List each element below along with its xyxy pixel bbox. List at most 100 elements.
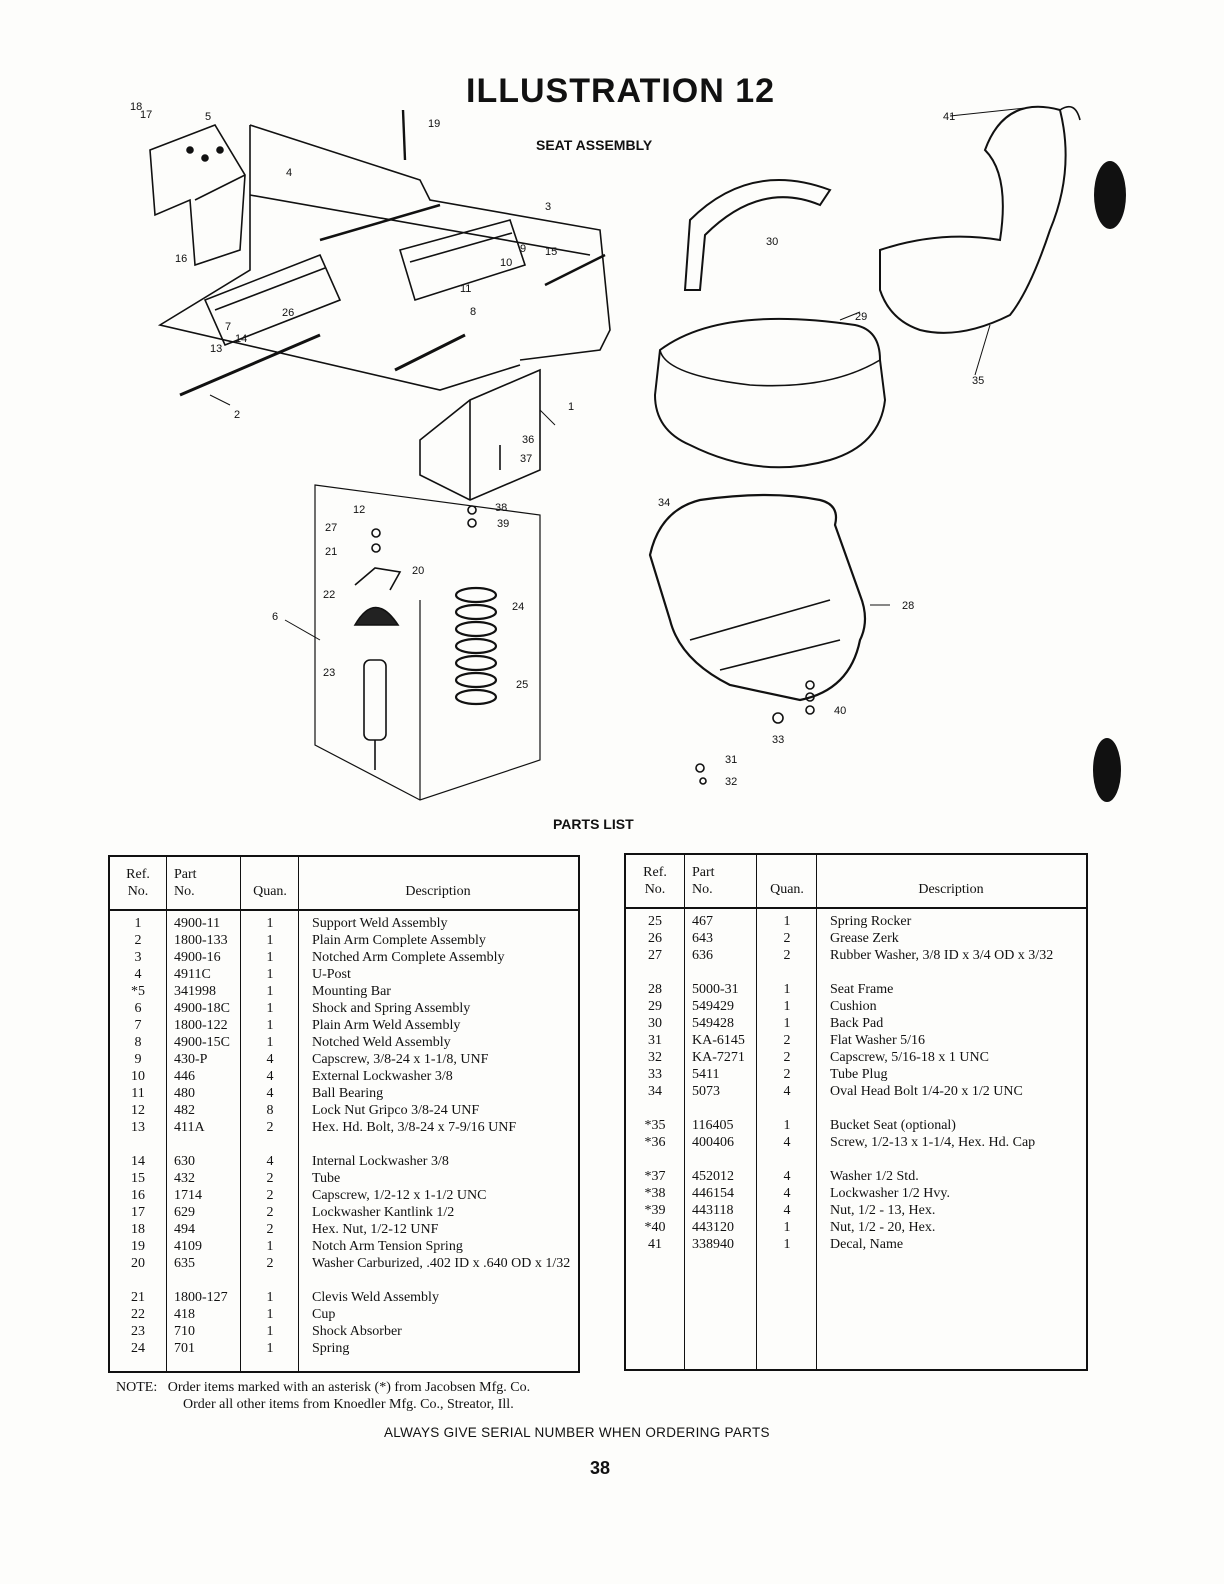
cell-ref: 3: [134, 950, 142, 965]
cell-quan: 2: [266, 1120, 274, 1135]
cell-desc: Capscrew, 3/8-24 x 1-1/8, UNF: [312, 1052, 489, 1067]
cell-part: 1800-133: [174, 933, 228, 948]
cell-quan: 1: [266, 1324, 274, 1339]
callout-37: 37: [520, 453, 532, 465]
cell-quan: 4: [783, 1203, 791, 1218]
illustration-subtitle: SEAT ASSEMBLY: [536, 137, 653, 153]
callout-22: 22: [323, 589, 335, 601]
callout-27: 27: [325, 522, 337, 534]
cell-ref: 12: [131, 1103, 145, 1118]
header-description: Description: [405, 884, 471, 899]
cell-quan: 4: [783, 1135, 791, 1150]
cell-part: 5411: [692, 1067, 720, 1082]
header-quan: Quan.: [770, 882, 804, 897]
cell-ref: 6: [134, 1001, 142, 1016]
cell-quan: 4: [783, 1169, 791, 1184]
cell-desc: Nut, 1/2 - 20, Hex.: [830, 1220, 936, 1235]
cell-part: 1714: [174, 1188, 202, 1203]
cell-desc: Bucket Seat (optional): [830, 1118, 956, 1133]
callout-20: 20: [412, 565, 424, 577]
cell-quan: 1: [783, 999, 791, 1014]
header-ref: Ref. No.: [126, 867, 150, 899]
cell-quan: 1: [266, 1001, 274, 1016]
note-line-2: Order all other items from Knoedler Mfg.…: [183, 1397, 514, 1412]
cell-ref: 27: [648, 948, 662, 963]
cell-desc: Back Pad: [830, 1016, 884, 1031]
cell-part: 432: [174, 1171, 195, 1186]
cell-ref: 34: [648, 1084, 662, 1099]
cell-ref: 16: [131, 1188, 145, 1203]
cell-ref: 33: [648, 1067, 662, 1082]
cell-part: 4900-16: [174, 950, 221, 965]
cell-part: 636: [692, 948, 713, 963]
callout-11: 11: [460, 283, 471, 295]
cell-quan: 1: [266, 950, 274, 965]
cell-ref: *36: [644, 1135, 666, 1150]
callout-12: 12: [353, 504, 365, 516]
cell-part: 338940: [692, 1237, 734, 1252]
cell-part: 480: [174, 1086, 195, 1101]
header-quan: Quan.: [253, 884, 287, 899]
cell-quan: 4: [266, 1069, 274, 1084]
callout-3: 3: [545, 201, 551, 213]
callout-39: 39: [497, 518, 509, 530]
callout-36: 36: [522, 434, 534, 446]
cell-ref: 10: [131, 1069, 145, 1084]
cell-desc: Oval Head Bolt 1/4-20 x 1/2 UNC: [830, 1084, 1023, 1099]
cell-part: 4911C: [174, 967, 211, 982]
cell-ref: *5: [131, 984, 145, 999]
cell-desc: Cushion: [830, 999, 877, 1014]
cell-ref: 4: [134, 967, 142, 982]
cell-desc: Flat Washer 5/16: [830, 1033, 926, 1048]
cell-ref: 31: [648, 1033, 662, 1048]
cell-ref: 26: [648, 931, 662, 946]
cell-quan: 1: [783, 1016, 791, 1031]
cell-desc: External Lockwasher 3/8: [312, 1069, 453, 1084]
cell-desc: Capscrew, 5/16-18 x 1 UNC: [830, 1050, 989, 1065]
cell-quan: 2: [783, 1033, 791, 1048]
cell-part: 116405: [692, 1118, 734, 1133]
cell-quan: 1: [783, 1220, 791, 1235]
cell-part: 446: [174, 1069, 195, 1084]
cell-quan: 4: [783, 1084, 791, 1099]
parts-list-heading: PARTS LIST: [553, 816, 634, 832]
cell-desc: Shock Absorber: [312, 1324, 402, 1339]
callout-31: 31: [725, 754, 737, 766]
callout-5: 5: [205, 111, 211, 123]
cell-quan: 1: [783, 1118, 791, 1133]
cell-desc: Rubber Washer, 3/8 ID x 3/4 OD x 3/32: [830, 948, 1054, 963]
cell-ref: 24: [131, 1341, 145, 1356]
cell-part: 5073: [692, 1084, 720, 1099]
cell-quan: 2: [266, 1188, 274, 1203]
cell-quan: 1: [266, 1239, 274, 1254]
callout-38: 38: [495, 502, 507, 514]
callout-10: 10: [500, 257, 512, 269]
cell-quan: 1: [783, 914, 791, 929]
cell-part: 4109: [174, 1239, 202, 1254]
cell-part: 643: [692, 931, 713, 946]
callout-40: 40: [834, 705, 846, 717]
cell-desc: Support Weld Assembly: [312, 916, 448, 931]
cell-part: 5000-31: [692, 982, 739, 997]
cell-ref: 13: [131, 1120, 145, 1135]
cell-ref: 41: [648, 1237, 662, 1252]
cell-ref: 15: [131, 1171, 145, 1186]
cell-part: 446154: [692, 1186, 734, 1201]
header-ref: Ref. No.: [643, 865, 667, 897]
cell-desc: Shock and Spring Assembly: [312, 1001, 471, 1016]
callout-4: 4: [286, 167, 292, 179]
cell-part: 494: [174, 1222, 195, 1237]
cell-part: 635: [174, 1256, 195, 1271]
